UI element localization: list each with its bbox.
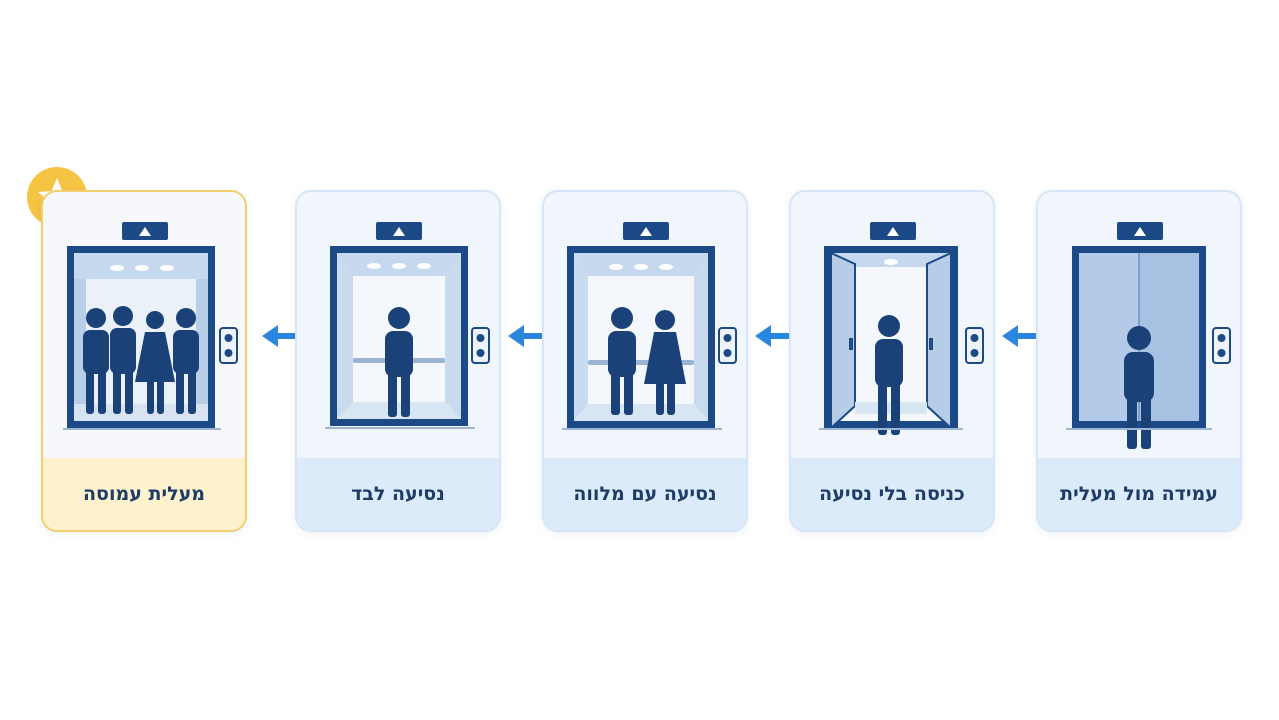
step-label: מעלית עמוסה: [83, 483, 205, 505]
step-card-stand-at-elevator: עמידה מול מעלית: [1036, 190, 1242, 532]
step-label: עמידה מול מעלית: [1060, 483, 1218, 505]
busy-elevator-illustration: [63, 222, 238, 430]
call-buttons-icon: [965, 327, 984, 364]
person-figure: [110, 306, 136, 414]
enter-without-ride-illustration: [819, 222, 984, 435]
person-figure: [644, 310, 686, 415]
call-buttons-icon: [219, 327, 238, 364]
call-buttons-icon: [471, 327, 490, 364]
person-figure: [608, 307, 636, 415]
step-label: נסיעה עם מלווה: [573, 483, 717, 505]
ride-with-escort-illustration: [562, 222, 737, 430]
step-card-busy-elevator: מעלית עמוסה: [41, 190, 247, 532]
person-figure: [173, 308, 199, 414]
step-label-box: נסיעה לבד: [297, 458, 499, 530]
person-figure: [135, 311, 175, 414]
person-figure: [83, 308, 109, 414]
step-label: כניסה בלי נסיעה: [819, 483, 965, 505]
step-card-enter-without-ride: כניסה בלי נסיעה: [789, 190, 995, 532]
stand-at-elevator-illustration: [1066, 222, 1231, 449]
ride-alone-illustration: [325, 222, 490, 429]
call-buttons-icon: [718, 327, 737, 364]
step-label-box: מעלית עמוסה: [43, 458, 245, 530]
person-figure: [875, 315, 903, 435]
step-label: נסיעה לבד: [351, 483, 445, 505]
step-card-ride-alone: נסיעה לבד: [295, 190, 501, 532]
step-label-box: כניסה בלי נסיעה: [791, 458, 993, 530]
person-figure: [1124, 326, 1154, 449]
step-card-ride-with-escort: נסיעה עם מלווה: [542, 190, 748, 532]
call-buttons-icon: [1212, 327, 1231, 364]
step-label-box: נסיעה עם מלווה: [544, 458, 746, 530]
person-figure: [385, 307, 413, 417]
step-label-box: עמידה מול מעלית: [1038, 458, 1240, 530]
